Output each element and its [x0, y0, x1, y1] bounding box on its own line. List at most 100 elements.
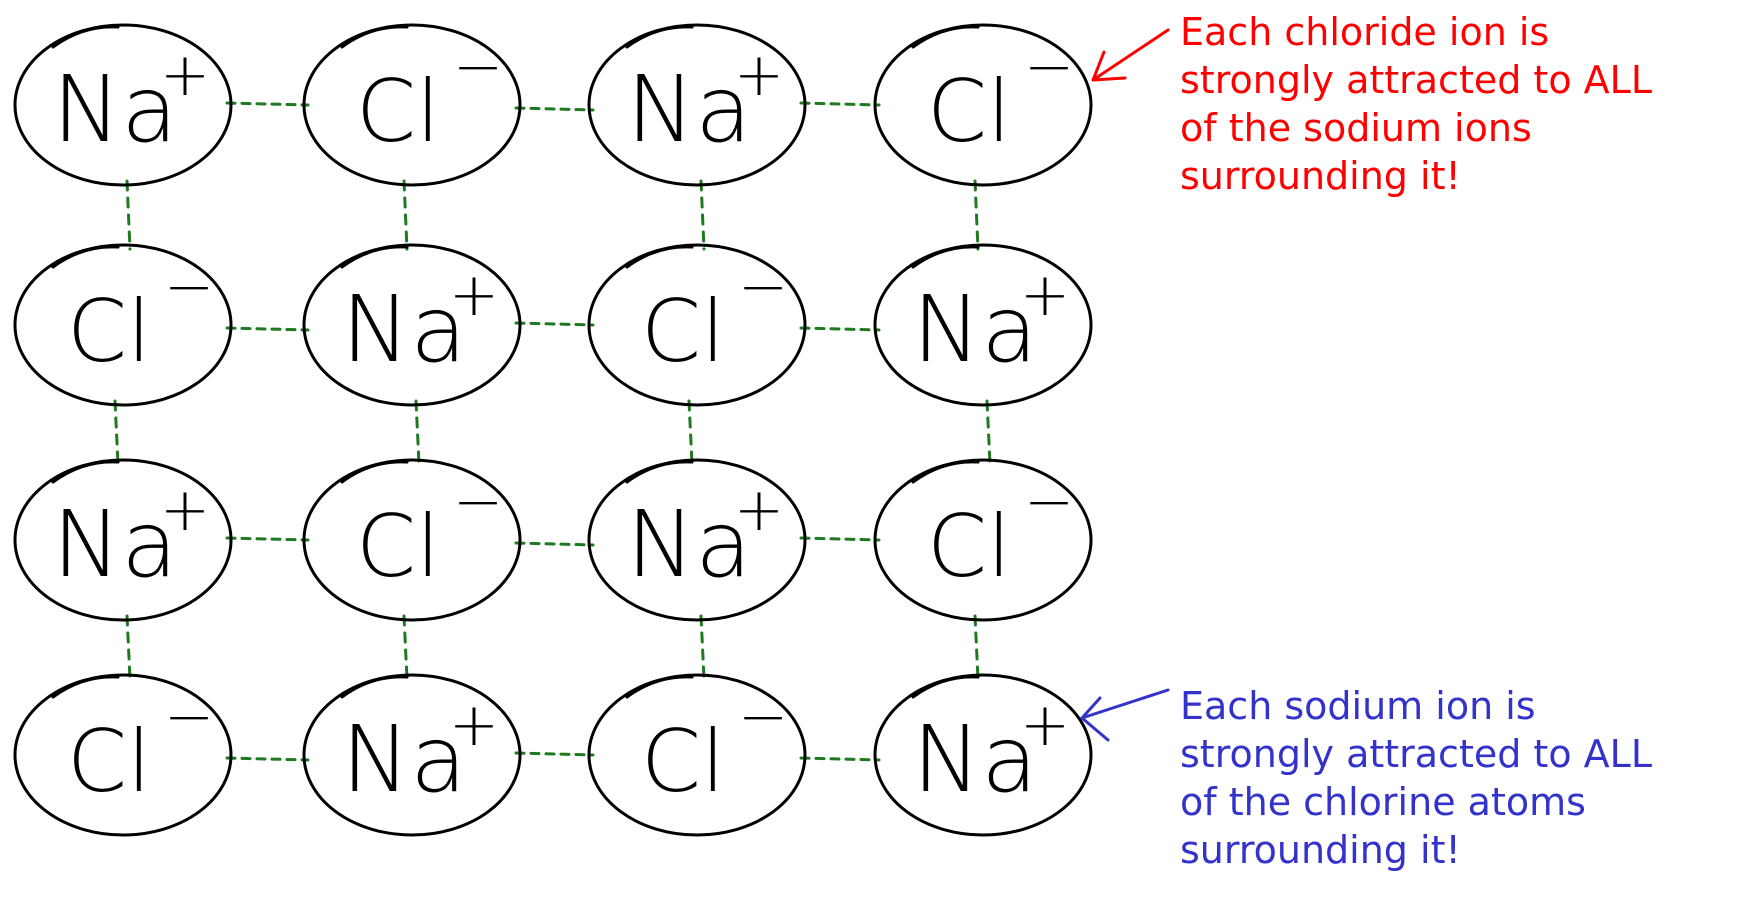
ion-highlight-stroke: [911, 675, 980, 699]
ion-charge: −: [738, 682, 788, 752]
ion-charge: +: [1020, 690, 1070, 760]
bond-horizontal-r0-c2: [799, 101, 881, 107]
ion-highlight-stroke: [51, 25, 120, 49]
ion-symbol: Na: [52, 491, 177, 598]
ion-charge: −: [1024, 467, 1074, 537]
ion-outline: [873, 243, 1093, 407]
bond-vertical-r2-c2: [699, 614, 706, 681]
ion-charge: +: [734, 475, 784, 545]
bond-vertical-r2-c1: [402, 614, 409, 681]
bond-horizontal-r3-c1: [514, 751, 595, 757]
ion-charge: −: [164, 252, 214, 322]
ion-charge: +: [160, 475, 210, 545]
bond-horizontal-r2-c0: [225, 536, 310, 542]
ion-outline: [302, 23, 522, 187]
sodium-ion-r0-c0: Na+: [13, 23, 233, 187]
ion-outline: [13, 458, 233, 622]
sodium-annotation-line-4: surrounding it!: [1180, 828, 1461, 872]
ion-charge: −: [1024, 32, 1074, 102]
bond-horizontal-r3-c0: [225, 756, 310, 762]
ion-outline: [587, 458, 807, 622]
sodium-annotation-line-3: of the chlorine atoms: [1180, 780, 1586, 824]
bond-vertical-r1-c3: [985, 399, 992, 466]
ion-symbol: Cl: [927, 497, 1011, 597]
chloride-annotation-line-4: surrounding it!: [1180, 154, 1461, 198]
ion-highlight-stroke: [51, 460, 120, 484]
bond-vertical-r2-c0: [125, 614, 132, 681]
arrow-to-sodium-ion: [1080, 688, 1170, 742]
ion-charge: −: [453, 467, 503, 537]
sodium-ion-r0-c2: Na+: [587, 23, 807, 187]
bond-vertical-r0-c2: [699, 179, 706, 251]
bond-vertical-r2-c3: [973, 614, 980, 681]
ion-symbol: Na: [912, 706, 1037, 813]
bond-vertical-r1-c1: [414, 399, 421, 466]
ion-highlight-stroke: [625, 460, 694, 484]
ion-highlight-stroke: [625, 25, 694, 49]
ion-symbol: Cl: [67, 282, 151, 382]
chloride-ion-r3-c0: Cl−: [13, 673, 233, 837]
sodium-ion-r3-c3: Na+: [873, 673, 1093, 837]
bond-horizontal-r2-c2: [799, 536, 881, 542]
ion-symbol: Na: [626, 491, 751, 598]
bond-vertical-r0-c3: [973, 179, 980, 251]
chloride-ion-r3-c2: Cl−: [587, 673, 807, 837]
chloride-ion-r1-c0: Cl−: [13, 243, 233, 407]
ion-outline: [587, 243, 807, 407]
arrows-layer: [1080, 28, 1170, 742]
chloride-ion-r0-c1: Cl−: [302, 23, 522, 187]
sodium-annotation-line-1: Each sodium ion is: [1180, 684, 1536, 728]
ion-highlight-stroke: [51, 245, 120, 269]
ion-outline: [13, 23, 233, 187]
bond-horizontal-r1-c0: [225, 326, 310, 332]
ion-highlight-stroke: [51, 675, 120, 699]
ion-outline: [873, 673, 1093, 837]
ion-outline: [13, 243, 233, 407]
sodium-annotation-line-2: strongly attracted to ALL: [1180, 732, 1652, 776]
ion-highlight-stroke: [625, 245, 694, 269]
ion-symbol: Na: [52, 56, 177, 163]
ion-highlight-stroke: [340, 245, 409, 269]
sodium-ion-r3-c1: Na+: [302, 673, 522, 837]
bond-vertical-r1-c2: [687, 399, 694, 466]
chloride-annotation-line-2: strongly attracted to ALL: [1180, 58, 1652, 102]
bond-horizontal-r3-c2: [799, 756, 881, 762]
ion-outline: [302, 243, 522, 407]
sodium-annotation: Each sodium ion is strongly attracted to…: [1180, 682, 1652, 874]
arrow-to-chloride-ion: [1091, 28, 1170, 82]
chloride-ion-r1-c2: Cl−: [587, 243, 807, 407]
ion-charge: +: [449, 260, 499, 330]
ion-highlight-stroke: [340, 675, 409, 699]
ion-charge: −: [738, 252, 788, 322]
ion-highlight-stroke: [340, 25, 409, 49]
sodium-ion-r1-c3: Na+: [873, 243, 1093, 407]
ion-symbol: Cl: [67, 712, 151, 812]
ion-charge: +: [1020, 260, 1070, 330]
bond-horizontal-r2-c1: [514, 541, 595, 547]
ion-highlight-stroke: [625, 675, 694, 699]
ion-outline: [13, 673, 233, 837]
ion-outline: [302, 458, 522, 622]
ion-charge: −: [453, 32, 503, 102]
ion-symbol: Na: [341, 706, 466, 813]
ion-highlight-stroke: [911, 460, 980, 484]
ion-charge: +: [734, 40, 784, 110]
chloride-ion-r2-c1: Cl−: [302, 458, 522, 622]
chloride-annotation-line-3: of the sodium ions: [1180, 106, 1532, 150]
ion-symbol: Na: [341, 276, 466, 383]
bond-vertical-r0-c1: [402, 179, 409, 251]
ion-outline: [873, 458, 1093, 622]
ion-symbol: Na: [912, 276, 1037, 383]
ion-outline: [587, 23, 807, 187]
bond-horizontal-r1-c2: [799, 326, 881, 332]
ions-layer: Na+Cl−Na+Cl−Cl−Na+Cl−Na+Na+Cl−Na+Cl−Cl−N…: [13, 23, 1093, 837]
ion-symbol: Cl: [927, 62, 1011, 162]
ion-outline: [587, 673, 807, 837]
ion-highlight-stroke: [911, 25, 980, 49]
bond-vertical-r1-c0: [113, 399, 120, 466]
bonds-layer: [113, 101, 992, 762]
ion-highlight-stroke: [911, 245, 980, 269]
bond-horizontal-r0-c1: [514, 106, 595, 112]
chloride-annotation: Each chloride ion is strongly attracted …: [1180, 8, 1652, 200]
